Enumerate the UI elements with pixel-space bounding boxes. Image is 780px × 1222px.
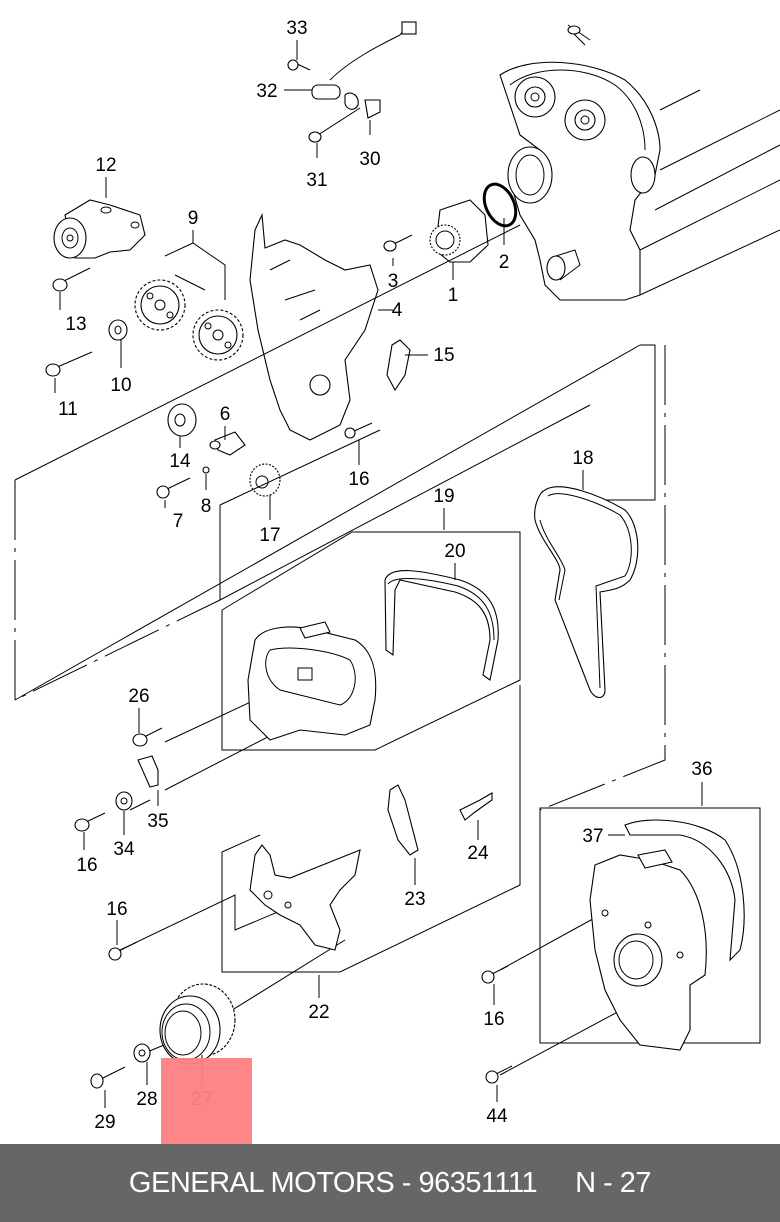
callout-4: 4 [392, 300, 403, 321]
callout-20: 20 [444, 541, 465, 562]
callout-34: 34 [113, 839, 135, 860]
exploded-parts-diagram: 3332303112913101132141561416871718192026… [14, 18, 780, 1133]
callout-1: 1 [448, 285, 459, 306]
callout-16: 16 [483, 1009, 504, 1030]
upper-front-cover-19 [247, 621, 377, 741]
callout-35: 35 [147, 811, 168, 832]
idler-parts [156, 403, 373, 499]
callout-6: 6 [220, 404, 231, 425]
callout-7: 7 [173, 511, 184, 532]
callout-16: 16 [348, 469, 369, 490]
lower-cover-22 [249, 784, 493, 951]
highlighted-part-marker [161, 1058, 252, 1144]
callout-29: 29 [94, 1112, 115, 1133]
callout-44: 44 [486, 1106, 508, 1127]
callout-14: 14 [169, 451, 191, 472]
callout-labels: 3332303112913101132141561416871718192026… [58, 18, 712, 1133]
callout-9: 9 [188, 208, 199, 229]
timing-belts [384, 486, 639, 699]
callout-22: 22 [308, 1002, 329, 1023]
callout-10: 10 [110, 375, 131, 396]
callout-36: 36 [691, 759, 712, 780]
callout-15: 15 [433, 345, 454, 366]
callout-leaders [54, 40, 703, 1108]
callout-26: 26 [128, 686, 149, 707]
footer-reference: N - 27 [575, 1166, 652, 1199]
callout-30: 30 [359, 149, 380, 170]
sensor-assembly [287, 21, 417, 143]
callout-12: 12 [95, 155, 116, 176]
footer-brand-part-number: GENERAL MOTORS - 96351111 [128, 1166, 538, 1199]
tensioner-12 [52, 199, 146, 292]
callout-23: 23 [404, 889, 425, 910]
callout-13: 13 [65, 314, 86, 335]
callout-28: 28 [136, 1089, 157, 1110]
water-pump-1 [383, 182, 518, 392]
callout-8: 8 [201, 496, 212, 517]
callout-24: 24 [467, 843, 489, 864]
crankshaft-pulley-27 [159, 983, 236, 1065]
callout-31: 31 [306, 170, 327, 191]
engine-block [499, 24, 780, 301]
rear-cover-4 [249, 212, 379, 441]
callout-3: 3 [388, 271, 399, 292]
callout-2: 2 [499, 252, 510, 273]
callout-18: 18 [572, 448, 593, 469]
bolts-and-washers [74, 727, 513, 1089]
callout-32: 32 [256, 81, 277, 102]
callout-33: 33 [286, 18, 307, 39]
callout-37: 37 [582, 826, 603, 847]
callout-17: 17 [259, 525, 280, 546]
callout-19: 19 [433, 486, 454, 507]
callout-11: 11 [58, 399, 78, 420]
front-cover-36 [589, 819, 745, 1051]
camshaft-sprockets-9 [45, 242, 244, 377]
callout-16: 16 [106, 899, 127, 920]
callout-16: 16 [76, 855, 97, 876]
footer-bar: GENERAL MOTORS - 96351111 N - 27 [0, 1144, 780, 1222]
